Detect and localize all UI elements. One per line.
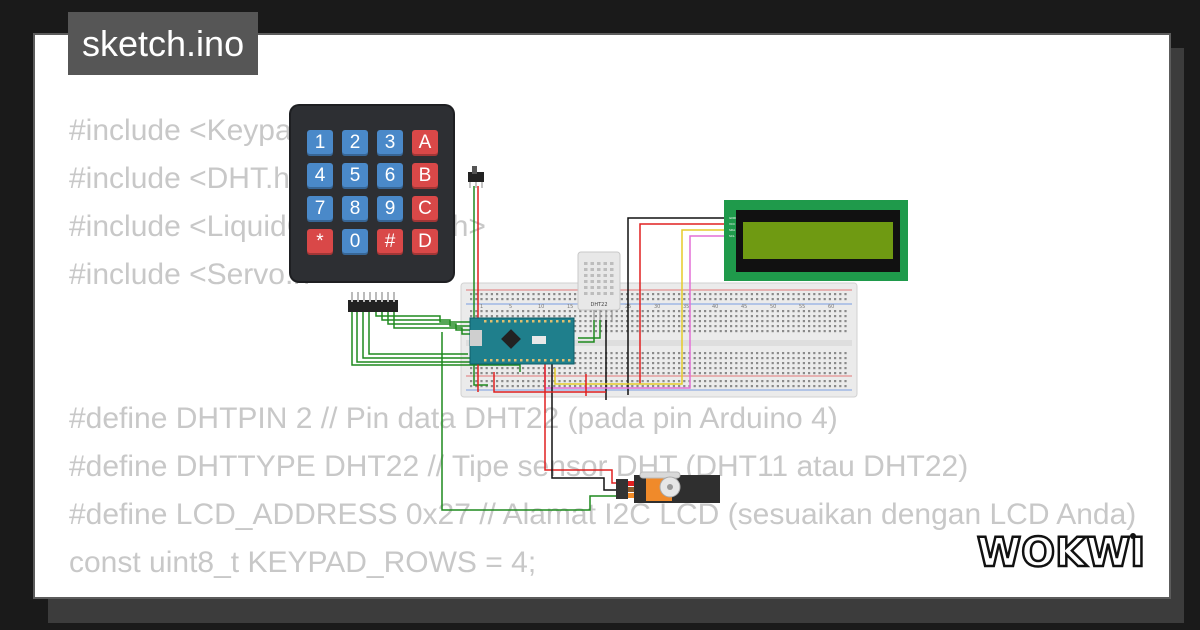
keypad-key: 4 [307,163,333,189]
arduino-nano-icon [469,317,575,365]
keypad-key: * [307,229,333,255]
lcd-i2c-icon: GND VCC SDA SCL [724,200,908,281]
keypad-key: 8 [342,196,368,222]
code-line: #define LCD_ADDRESS 0x27 // Alamat I2C L… [69,498,1137,531]
keypad-key: 5 [342,163,368,189]
lcd-pin-label: SCL [729,234,735,238]
keypad-key: 2 [342,130,368,156]
breadboard-column-number: 1 [480,304,483,310]
keypad-key: 6 [377,163,403,189]
keypad-key: # [377,229,403,255]
code-line: const uint8_t KEYPAD_ROWS = 4; [69,546,537,579]
keypad-key: D [412,229,438,255]
sketch-title: sketch.ino [68,12,259,75]
code-line: #define DHTPIN 2 // Pin data DHT22 (pada… [69,402,838,435]
keypad-key: 0 [342,229,368,255]
lcd-pin-label: SDA [729,228,736,232]
breadboard-column-number: 10 [538,304,544,310]
dht22-label: DHT22 [590,302,607,308]
code-line: #define DHTTYPE DHT22 // Tipe sensor DHT… [69,450,969,483]
keypad-key: 9 [377,196,403,222]
servo-motor-icon [616,471,720,503]
breadboard-column-number: 30 [654,304,660,310]
breadboard-icon: 151015202530354045505560 [460,282,858,398]
breadboard-column-number: 55 [799,304,805,310]
code-line: const uint8_t KEYPAD_COLS = 4; [69,587,1136,597]
keypad-key: B [412,163,438,189]
keypad-header-pins [348,292,398,312]
wokwi-brand-text: WOKWI [977,530,1145,576]
keypad-key: 3 [377,130,403,156]
keypad-key: C [412,196,438,222]
breadboard-column-number: 35 [683,304,689,310]
dht22-sensor-icon: DHT22 [577,251,621,320]
lcd-pin-label: VCC [729,222,735,226]
breadboard-column-number: 60 [828,304,834,310]
lcd-pin-label: GND [729,216,737,220]
keypad-key: A [412,130,438,156]
breadboard-column-number: 5 [509,304,512,310]
breadboard-column-number: 15 [567,304,573,310]
keypad-key: 7 [307,196,333,222]
slide-switch-icon [468,166,484,188]
breadboard-column-number: 50 [770,304,776,310]
wires [351,186,727,511]
breadboard-column-number: 40 [712,304,718,310]
keypad-key: 1 [307,130,333,156]
wokwi-logo-icon: WOKWI [976,529,1147,576]
breadboard-column-number: 45 [741,304,747,310]
code-line: #include <DHT.h> [69,162,308,195]
